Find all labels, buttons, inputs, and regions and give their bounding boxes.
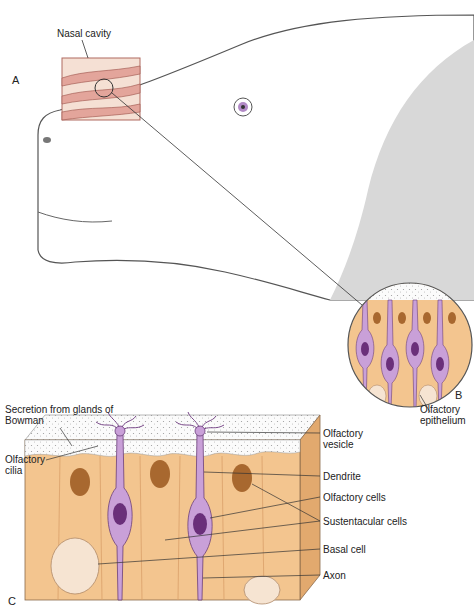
cell-nucleus [386, 357, 394, 371]
cilium [176, 422, 197, 428]
dog-head [38, 15, 474, 300]
pupil [241, 105, 245, 109]
nasal-cavity-window [62, 58, 140, 120]
leader-line [165, 521, 320, 540]
sustentacular-nucleus [70, 468, 90, 496]
part-label: Olfactory cells [323, 492, 433, 503]
nostril [43, 137, 51, 143]
part-label: Dendrite [323, 471, 423, 482]
part-label: Secretion from glands of Bowman [5, 404, 115, 426]
leader-line [204, 472, 320, 476]
epithelium-magnified [340, 280, 474, 410]
eye [234, 98, 252, 116]
cell-border [178, 456, 180, 600]
basal-cell [419, 385, 437, 407]
cell-nucleus [193, 513, 207, 535]
cilium [124, 425, 144, 429]
part-label: Axon [323, 570, 423, 581]
sustentacular-nucleus [448, 312, 456, 324]
olfactory-cell [108, 432, 132, 600]
sustentacular-nucleus [423, 312, 431, 324]
block-top [25, 415, 320, 440]
sustentacular-nucleus [232, 464, 252, 492]
block-side [300, 415, 320, 600]
leader-line [203, 575, 320, 578]
iris [238, 102, 248, 112]
cilium [204, 425, 224, 429]
panel-letter: A [12, 75, 32, 86]
part-label: Sustentacular cells [323, 516, 443, 527]
tissue [340, 280, 474, 410]
leader-line [46, 446, 98, 460]
cell-border [100, 456, 102, 600]
basal-cell [244, 576, 280, 604]
mucus-front [25, 440, 300, 456]
olfactory-cell [188, 432, 212, 600]
cell-nucleus [411, 342, 419, 356]
cilium [188, 412, 199, 427]
leader-line [210, 497, 320, 518]
leader-line [82, 40, 88, 58]
basal-cell [368, 385, 386, 407]
turbinate [62, 66, 140, 86]
cilia [96, 412, 224, 429]
leader-line [60, 428, 72, 446]
magnifier-circle [348, 283, 472, 407]
cell-nucleus [113, 503, 127, 525]
panel-letter: C [8, 596, 28, 607]
turbinate [62, 84, 140, 104]
cell-nucleus [361, 342, 369, 356]
cilium [202, 416, 216, 427]
part-label: Olfactory vesicle [323, 428, 385, 450]
leader-lines [46, 395, 430, 578]
cilium [96, 422, 117, 428]
panel-letter: B [455, 390, 473, 401]
neck-shading [330, 40, 474, 300]
cilium [122, 416, 136, 427]
part-label: Basal cell [323, 544, 423, 555]
sustentacular-nucleus [150, 460, 170, 488]
sustentacular-nucleus [398, 312, 406, 324]
leader-line [252, 484, 320, 521]
mouth-line [38, 212, 112, 222]
basal-cell [51, 538, 99, 594]
cell-border [140, 456, 142, 600]
cell-border [222, 456, 224, 600]
zoom-circle [95, 79, 113, 97]
part-label: Nasal cavity [57, 28, 147, 39]
sustentacular-nucleus [373, 312, 381, 324]
leader-line [98, 549, 320, 564]
zoom-leader [112, 93, 362, 305]
part-label: Olfactory cilia [5, 454, 49, 476]
cell-nucleus [436, 357, 444, 371]
leader-line [207, 432, 320, 433]
part-label: Olfactory epithelium [420, 404, 474, 426]
